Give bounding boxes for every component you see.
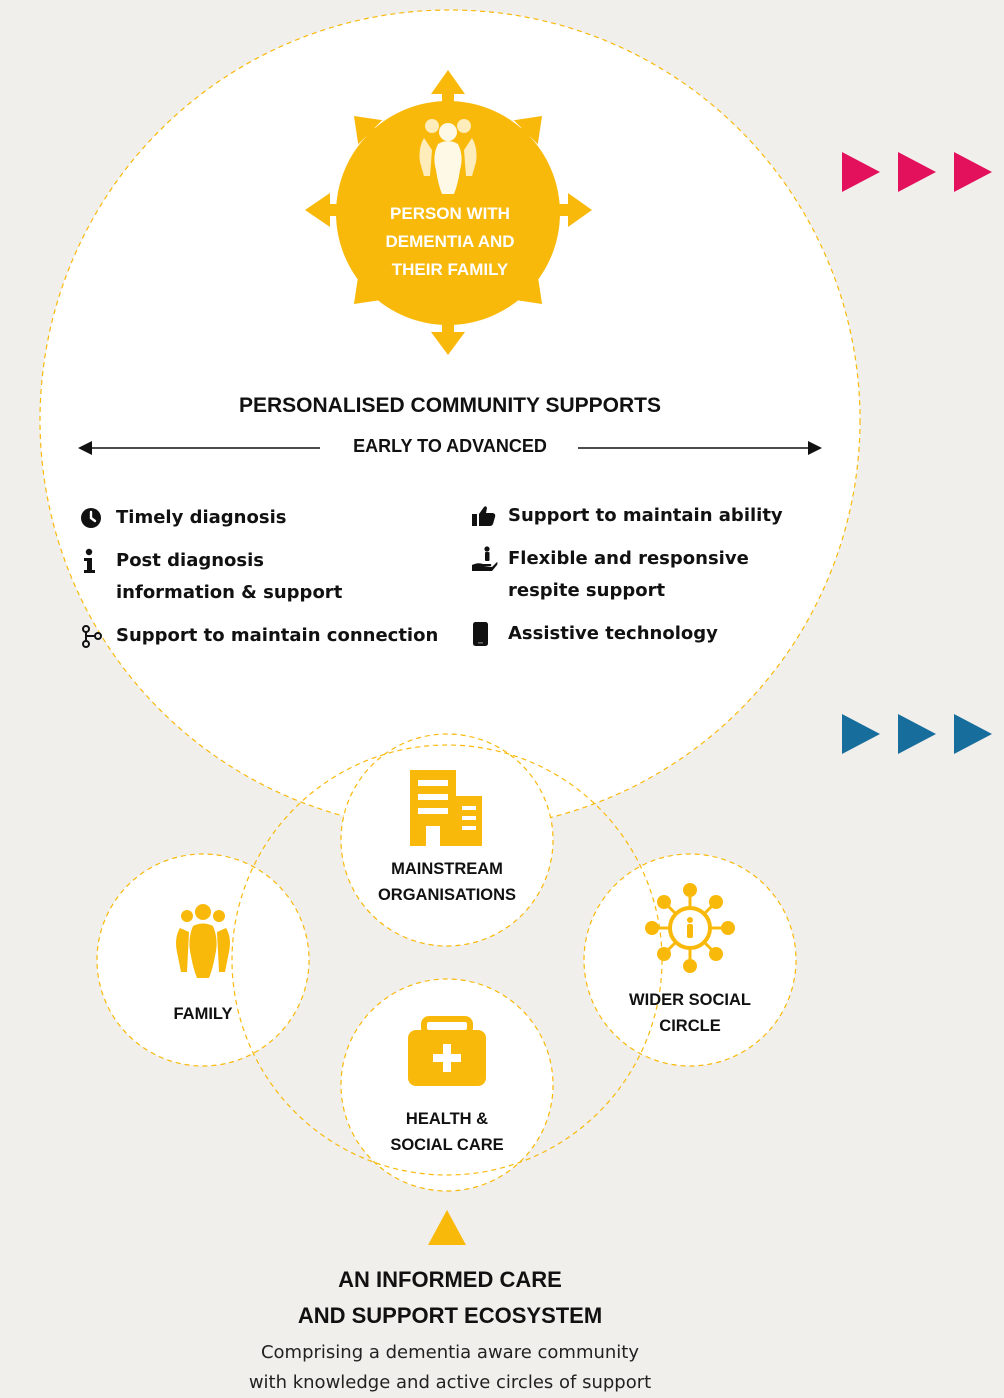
label-line: MAINSTREAM bbox=[391, 860, 503, 878]
list-item: Assistive technology bbox=[472, 618, 838, 650]
family-label: FAMILY bbox=[103, 1001, 303, 1027]
wider-label: WIDER SOCIAL CIRCLE bbox=[590, 987, 790, 1039]
list-item: Flexible and responsive respite support bbox=[472, 543, 838, 607]
list-item: Timely diagnosis bbox=[80, 502, 446, 534]
ecosystem-pointer bbox=[428, 1210, 466, 1245]
item-line: Support to maintain connection bbox=[116, 625, 439, 646]
thumbs-up-icon bbox=[472, 500, 508, 532]
label-line: CIRCLE bbox=[659, 1017, 721, 1035]
range-label: EARLY TO ADVANCED bbox=[353, 436, 547, 456]
item-line: information & support bbox=[116, 582, 343, 603]
item-line: Post diagnosis bbox=[116, 550, 265, 571]
health-label: HEALTH & SOCIAL CARE bbox=[347, 1106, 547, 1158]
label-line: HEALTH & bbox=[405, 1110, 489, 1128]
item-line: respite support bbox=[508, 580, 666, 601]
clock-icon bbox=[80, 502, 116, 534]
title-line: AN INFORMED CARE bbox=[338, 1267, 562, 1292]
connection-icon bbox=[80, 620, 116, 652]
pink-arrows bbox=[842, 152, 992, 192]
label-line: WIDER SOCIAL bbox=[629, 991, 751, 1009]
building-icon bbox=[410, 770, 482, 846]
list-item: Support to maintain connection bbox=[80, 620, 446, 652]
label-line: FAMILY bbox=[173, 1005, 233, 1023]
desc-line: with knowledge and active circles of sup… bbox=[248, 1372, 652, 1393]
item-line: Flexible and responsive bbox=[508, 548, 749, 569]
ecosystem-description: Comprising a dementia aware community wi… bbox=[150, 1338, 750, 1398]
hub-line: DEMENTIA AND bbox=[385, 232, 515, 251]
hub-circle bbox=[336, 101, 560, 325]
label-line: ORGANISATIONS bbox=[377, 886, 517, 904]
medical-kit-icon bbox=[408, 1016, 486, 1086]
helping-hand-icon bbox=[472, 543, 508, 575]
family-icon bbox=[176, 904, 230, 978]
title-line: AND SUPPORT ECOSYSTEM bbox=[297, 1303, 603, 1328]
list-item: Post diagnosis information & support bbox=[80, 545, 446, 609]
blue-arrows bbox=[842, 714, 992, 754]
phone-icon bbox=[472, 618, 508, 650]
desc-line: Comprising a dementia aware community bbox=[260, 1342, 640, 1363]
hub-label: PERSON WITH DEMENTIA AND THEIR FAMILY bbox=[360, 200, 540, 284]
supports-title: PERSONALISED COMMUNITY SUPPORTS bbox=[239, 394, 661, 417]
range-line bbox=[78, 441, 822, 455]
hub-line: THEIR FAMILY bbox=[391, 260, 509, 279]
hub-line: PERSON WITH bbox=[390, 204, 510, 223]
mainstream-label: MAINSTREAM ORGANISATIONS bbox=[337, 856, 557, 908]
item-line: Support to maintain ability bbox=[508, 505, 783, 526]
label-line: SOCIAL CARE bbox=[390, 1136, 504, 1154]
network-icon bbox=[645, 883, 735, 973]
list-item: Support to maintain ability bbox=[472, 500, 838, 532]
family-group-icon bbox=[419, 119, 477, 194]
item-line: Assistive technology bbox=[508, 623, 718, 644]
ecosystem-title: AN INFORMED CARE AND SUPPORT ECOSYSTEM bbox=[200, 1262, 700, 1334]
item-line: Timely diagnosis bbox=[116, 507, 287, 528]
info-icon bbox=[80, 545, 116, 577]
